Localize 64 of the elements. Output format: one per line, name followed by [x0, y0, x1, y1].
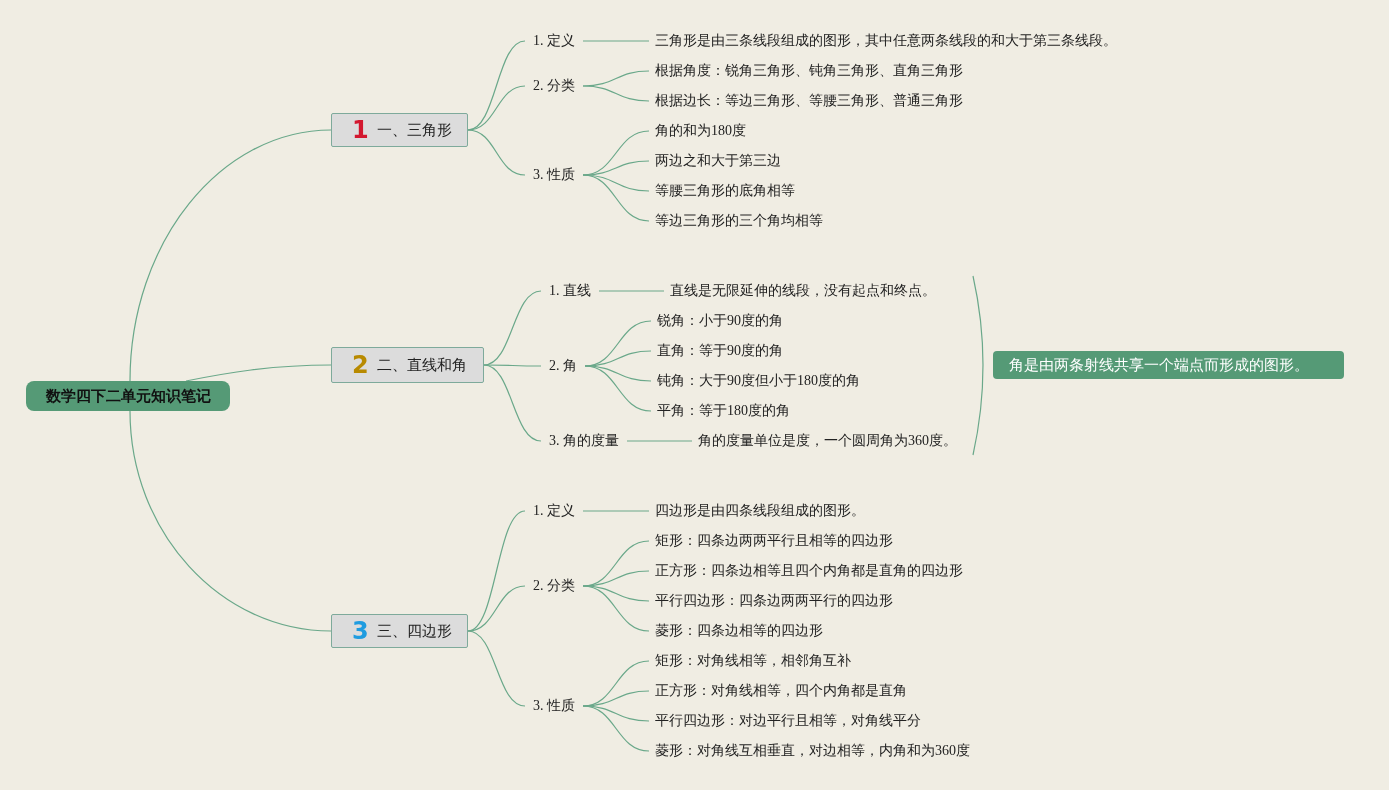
subtopic-label: 2. 角	[541, 355, 585, 377]
note-text: 矩形：对角线相等，相邻角互补	[649, 650, 857, 672]
note-text: 角的度量单位是度，一个圆周角为360度。	[692, 430, 963, 452]
note-text: 矩形：四条边两两平行且相等的四边形	[649, 530, 899, 552]
connector-line	[467, 85, 526, 131]
topic-number: 2	[352, 351, 369, 379]
topic-title: 三、四边形	[376, 621, 452, 641]
topic-box	[331, 347, 484, 383]
subtopic-label: 3. 性质	[525, 164, 583, 186]
connector-line	[582, 85, 650, 102]
subtopic-label: 2. 分类	[525, 575, 583, 597]
connector-line	[185, 364, 332, 382]
note-text: 两边之和大于第三边	[649, 150, 787, 172]
note-text: 平行四边形：四条边两两平行的四边形	[649, 590, 899, 612]
connector-line	[467, 630, 526, 707]
note-text: 正方形：四条边相等且四个内角都是直角的四边形	[649, 560, 969, 582]
note-text: 平角：等于180度的角	[651, 400, 796, 422]
note-text: 等边三角形的三个角均相等	[649, 210, 829, 232]
note-text: 角的和为180度	[649, 120, 752, 142]
note-text: 菱形：四条边相等的四边形	[649, 620, 829, 642]
connector-line	[582, 174, 650, 192]
subtopic-label: 1. 定义	[525, 30, 583, 52]
connector-line	[483, 364, 542, 442]
note-text: 四边形是由四条线段组成的图形。	[649, 500, 871, 522]
topic-box	[331, 614, 468, 648]
connector-line	[483, 364, 542, 367]
note-text: 直角：等于90度的角	[651, 340, 789, 362]
note-text: 钝角：大于90度但小于180度的角	[651, 370, 866, 392]
note-text: 正方形：对角线相等，四个内角都是直角	[649, 680, 913, 702]
note-text: 菱形：对角线互相垂直，对边相等，内角和为360度	[649, 740, 976, 762]
connector-line	[582, 585, 650, 632]
subtopic-label: 2. 分类	[525, 75, 583, 97]
topic-box	[331, 113, 468, 147]
note-text: 根据边长：等边三角形、等腰三角形、普通三角形	[649, 90, 969, 112]
connector-line	[626, 440, 693, 442]
subtopic-label: 3. 性质	[525, 695, 583, 717]
subtopic-label: 1. 定义	[525, 500, 583, 522]
topic-title: 二、直线和角	[376, 355, 467, 375]
connector-line	[467, 129, 526, 176]
note-text: 三角形是由三条线段组成的图形，其中任意两条线段的和大于第三条线段。	[649, 30, 1123, 52]
topic-title: 一、三角形	[376, 120, 452, 140]
connector-line	[582, 510, 650, 512]
subtopic-label: 3. 角的度量	[541, 430, 627, 452]
connector-line	[129, 129, 332, 382]
connector-line	[467, 585, 526, 632]
topic-number: 1	[352, 116, 369, 144]
topic-number: 3	[352, 617, 369, 645]
subtopic-label: 1. 直线	[541, 280, 599, 302]
connector-line	[598, 290, 665, 292]
central-topic: 数学四下二单元知识笔记	[26, 381, 230, 411]
connector-line	[582, 705, 650, 722]
connector-line	[582, 40, 650, 42]
note-text: 直线是无限延伸的线段，没有起点和终点。	[664, 280, 942, 302]
note-text: 根据角度：锐角三角形、钝角三角形、直角三角形	[649, 60, 969, 82]
connector-line	[584, 365, 652, 412]
note-text: 锐角：小于90度的角	[651, 310, 789, 332]
note-text: 平行四边形：对边平行且相等，对角线平分	[649, 710, 927, 732]
connector-line	[584, 365, 652, 382]
connector-line	[582, 585, 650, 602]
connector-line	[582, 174, 650, 222]
connector-line	[129, 410, 332, 632]
summary-box: 角是由两条射线共享一个端点而形成的图形。	[993, 351, 1344, 379]
connector-line	[582, 705, 650, 752]
note-text: 等腰三角形的底角相等	[649, 180, 801, 202]
